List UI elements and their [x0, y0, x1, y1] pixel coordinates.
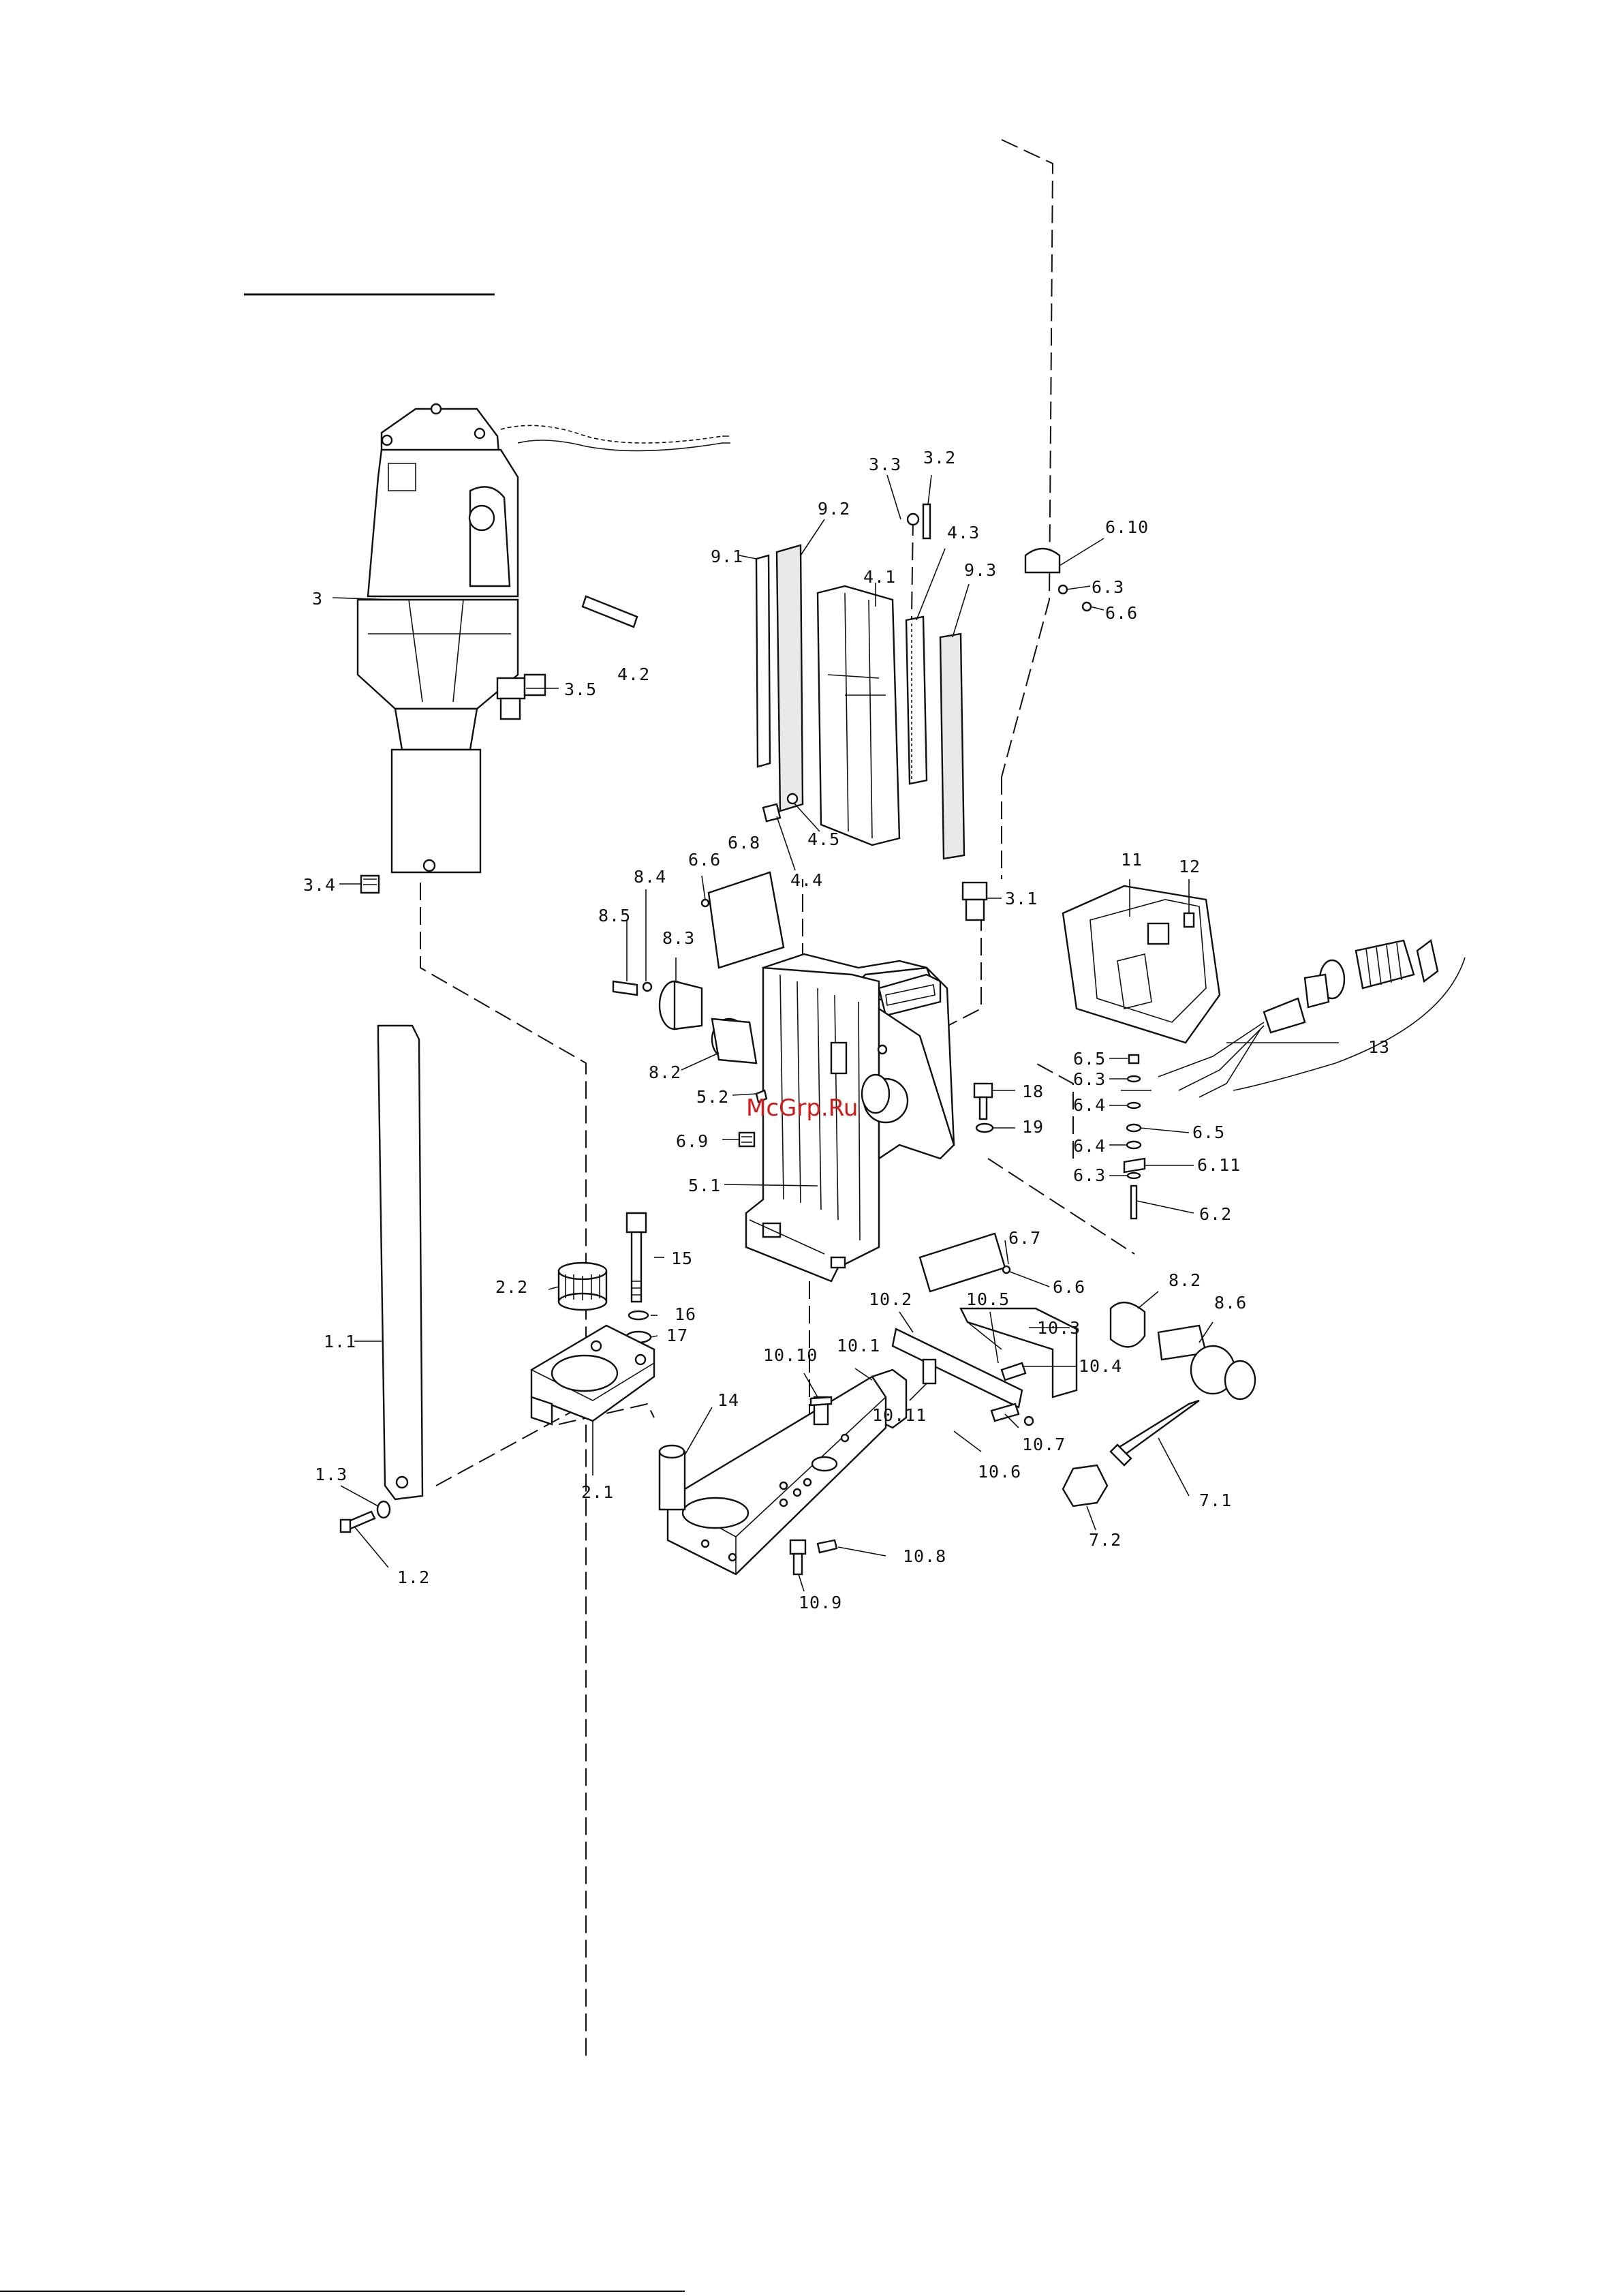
label-8-3: 8.3 [662, 928, 695, 948]
label-10-1: 10.1 [837, 1336, 880, 1356]
label-4-4: 4.4 [790, 870, 823, 890]
label-3-4: 3.4 [303, 875, 336, 895]
elbow-fitting-3-5 [497, 675, 545, 719]
screw-6-9 [739, 1133, 754, 1146]
label-6-4b: 6.4 [1073, 1136, 1106, 1156]
label-4-1: 4.1 [863, 567, 896, 587]
terminal-stack-6-x [1121, 1055, 1151, 1219]
label-3: 3 [312, 589, 323, 609]
label-14: 14 [717, 1390, 739, 1410]
label-6-11: 6.11 [1197, 1155, 1241, 1175]
label-6-4a: 6.4 [1073, 1095, 1106, 1115]
label-6-6a: 6.6 [1105, 603, 1138, 623]
label-9-3: 9.3 [964, 560, 997, 580]
label-5-1: 5.1 [688, 1176, 721, 1195]
label-15: 15 [671, 1249, 693, 1268]
label-7-2: 7.2 [1089, 1530, 1122, 1550]
label-5-2: 5.2 [696, 1087, 729, 1107]
label-6-7: 6.7 [1008, 1228, 1041, 1248]
cable-gland-3-1 [963, 883, 987, 920]
label-10-10: 10.10 [763, 1345, 818, 1365]
motor-part-3 [358, 404, 730, 872]
label-13: 13 [1368, 1037, 1390, 1057]
label-3-1: 3.1 [1005, 889, 1038, 908]
label-6-3a: 6.3 [1092, 577, 1124, 597]
label-10-11: 10.11 [872, 1405, 927, 1425]
label-10-7: 10.7 [1022, 1435, 1066, 1454]
base-10-1 [668, 1370, 906, 1574]
clamp-block-2-1 [531, 1326, 654, 1424]
label-9-2: 9.2 [818, 499, 850, 519]
handle-hub-group [613, 981, 756, 1063]
label-10-3: 10.3 [1037, 1318, 1081, 1338]
label-10-2: 10.2 [869, 1289, 912, 1309]
label-10-4: 10.4 [1079, 1356, 1122, 1376]
screw-1-2-washer-1-3 [341, 1501, 390, 1532]
label-1-2: 1.2 [397, 1567, 430, 1587]
label-10-5: 10.5 [966, 1289, 1010, 1309]
label-6-8: 6.8 [728, 833, 760, 853]
label-12: 12 [1179, 857, 1201, 876]
sleeve-14 [660, 1445, 685, 1510]
bolt-15-washers [626, 1213, 651, 1343]
label-1-1: 1.1 [324, 1332, 356, 1351]
screw-12 [1184, 913, 1194, 927]
label-10-6: 10.6 [978, 1462, 1021, 1482]
label-8-5: 8.5 [598, 906, 631, 925]
label-6-3c: 6.3 [1073, 1165, 1106, 1185]
label-10-8: 10.8 [903, 1546, 946, 1566]
label-4-3: 4.3 [947, 523, 980, 542]
label-8-6: 8.6 [1214, 1293, 1247, 1313]
label-11: 11 [1121, 850, 1143, 870]
label-2-2: 2.2 [495, 1277, 528, 1297]
label-9-1: 9.1 [711, 547, 743, 566]
plate-6-7 [920, 1234, 1010, 1291]
set-screw-3-4 [361, 876, 379, 893]
label-8-4: 8.4 [634, 867, 666, 887]
label-4-2: 4.2 [617, 664, 650, 684]
label-3-2: 3.2 [923, 448, 956, 468]
bearing-2-2 [559, 1263, 606, 1310]
label-8-2b: 8.2 [1169, 1270, 1201, 1290]
watermark: McGrp.Ru [746, 1095, 858, 1122]
label-6-5b: 6.5 [1192, 1122, 1225, 1142]
label-17: 17 [666, 1326, 688, 1345]
label-4-5: 4.5 [807, 829, 840, 849]
plate-6-8 [702, 872, 784, 968]
key-part-4-2 [583, 596, 637, 627]
label-6-3b: 6.3 [1073, 1069, 1106, 1089]
label-1-3: 1.3 [315, 1465, 347, 1484]
slide-rack-group [756, 504, 1091, 859]
label-19: 19 [1022, 1117, 1044, 1137]
label-6-9: 6.9 [676, 1131, 709, 1151]
label-6-6b: 6.6 [688, 850, 721, 870]
label-8-2a: 8.2 [649, 1062, 681, 1082]
label-7-1: 7.1 [1199, 1490, 1232, 1510]
label-10-9: 10.9 [799, 1593, 842, 1612]
label-6-10: 6.10 [1105, 517, 1149, 537]
label-16: 16 [675, 1304, 696, 1324]
handle-group-8-7 [1063, 1302, 1255, 1506]
label-2-1: 2.1 [581, 1482, 614, 1502]
label-6-5a: 6.5 [1073, 1049, 1106, 1069]
switch-box-11 [1063, 886, 1220, 1043]
bar-1-1 [378, 1026, 422, 1499]
label-3-3: 3.3 [869, 455, 901, 474]
label-3-5: 3.5 [564, 679, 597, 699]
pin-10-8 [818, 1540, 837, 1552]
bolt-18-washer-19 [974, 1084, 993, 1132]
screw-10-9 [790, 1540, 805, 1574]
label-6-2: 6.2 [1199, 1204, 1232, 1224]
label-18: 18 [1022, 1082, 1044, 1101]
label-6-6c: 6.6 [1053, 1277, 1085, 1297]
